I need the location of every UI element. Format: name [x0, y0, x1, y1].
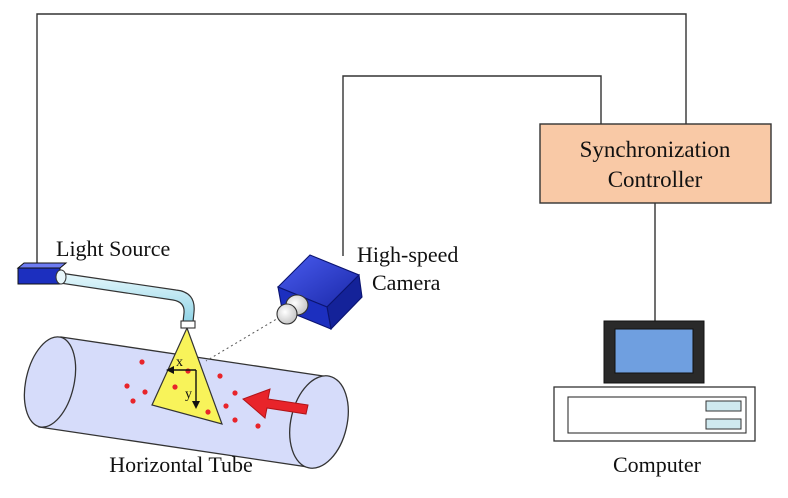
horizontal-tube: x y Horizontal Tube	[23, 326, 349, 477]
particle	[130, 398, 136, 404]
y-axis-label: y	[185, 387, 192, 402]
synchronization-controller: Synchronization Controller	[539, 123, 772, 204]
computer-case	[553, 386, 756, 442]
computer-case-panel	[567, 396, 747, 434]
laser-sheet	[151, 326, 223, 425]
camera-label-line1: High-speed	[357, 242, 458, 267]
particle	[172, 384, 178, 390]
light-nozzle	[180, 320, 196, 329]
wire-camera-to-controller	[342, 75, 602, 256]
controller-label-line2: Controller	[608, 167, 703, 192]
particle	[223, 403, 229, 409]
wiring	[36, 13, 687, 321]
y-axis-arrowhead	[192, 401, 200, 409]
particle	[124, 383, 130, 389]
particle	[205, 409, 211, 415]
particle	[232, 390, 238, 396]
coordinate-axes	[166, 366, 200, 409]
drive-bay-2	[705, 418, 742, 430]
high-speed-camera-icon: High-speed Camera	[205, 242, 458, 362]
particle	[142, 389, 148, 395]
controller-label-line1: Synchronization	[580, 137, 731, 162]
light-source-icon: Light Source	[16, 236, 196, 329]
particle	[232, 417, 238, 423]
camera-view-line	[205, 316, 281, 362]
light-source-label: Light Source	[56, 236, 170, 261]
light-arm	[59, 272, 195, 323]
controller-box	[539, 123, 772, 204]
particle	[185, 368, 191, 374]
drive-bay-1	[705, 400, 742, 412]
x-axis-label: x	[176, 355, 183, 370]
x-axis-arrowhead	[166, 366, 174, 374]
computer-label: Computer	[613, 452, 702, 477]
particle	[255, 423, 261, 429]
monitor-screen	[614, 328, 694, 374]
light-source-aperture	[55, 269, 67, 285]
tube-left-end	[23, 336, 77, 428]
particle	[217, 373, 223, 379]
tube-label: Horizontal Tube	[109, 452, 253, 477]
particle	[139, 359, 145, 365]
light-source-housing-top	[16, 262, 68, 269]
tube-right-end	[289, 375, 349, 469]
flow-direction-arrow-icon	[242, 388, 309, 419]
wire-light-to-controller	[36, 13, 687, 265]
computer-icon: Computer	[553, 320, 756, 477]
camera-lens	[276, 303, 298, 325]
light-source-housing	[17, 267, 61, 285]
camera-label-line2: Camera	[372, 270, 441, 295]
